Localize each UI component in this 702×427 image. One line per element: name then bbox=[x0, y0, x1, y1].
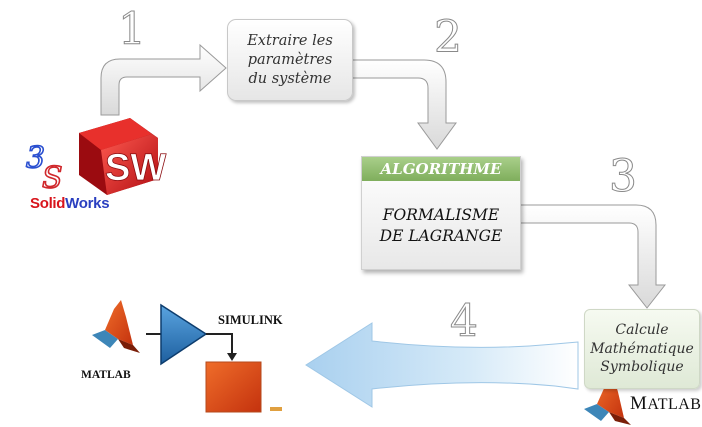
simulink-label: SIMULINK bbox=[218, 313, 283, 327]
extract-parameters-box: Extraire les paramètres du système bbox=[227, 19, 353, 101]
simulink-subsystem-block bbox=[205, 361, 262, 413]
symbolic-calculation-text: Calcule Mathématique Symbolique bbox=[590, 322, 694, 376]
algorithm-body: FORMALISME DE LAGRANGE bbox=[379, 206, 503, 245]
matlab-left-label: MATLAB bbox=[81, 369, 131, 381]
algorithm-header: ALGORITHME bbox=[362, 157, 520, 181]
arrow-step-4 bbox=[305, 322, 579, 408]
matlab-right-label-first: M bbox=[630, 393, 648, 414]
sw-letters: SW bbox=[105, 147, 166, 189]
step-number-1: 1 bbox=[118, 4, 147, 55]
solidworks-brand-text: SolidWorks bbox=[30, 195, 110, 212]
ds-logo-s: S bbox=[42, 161, 63, 196]
solidworks-brand-works: Works bbox=[65, 195, 110, 212]
solidworks-logo: SW 3 S bbox=[25, 118, 167, 197]
solidworks-brand-solid: Solid bbox=[30, 195, 66, 212]
step-number-3: 3 bbox=[609, 151, 638, 202]
step-number-2: 2 bbox=[434, 12, 463, 63]
arrow-step-3 bbox=[518, 204, 667, 309]
ds-logo-3: 3 bbox=[26, 141, 45, 176]
algorithm-box: ALGORITHME FORMALISME DE LAGRANGE bbox=[361, 156, 521, 270]
arrow-step-1 bbox=[100, 43, 227, 116]
matlab-logo-left bbox=[92, 300, 140, 353]
matlab-right-label: MATLAB bbox=[630, 393, 701, 415]
simulink-gain-block bbox=[146, 303, 282, 413]
arrow-step-2 bbox=[350, 59, 457, 150]
symbolic-calculation-box: Calcule Mathématique Symbolique bbox=[584, 309, 700, 389]
matlab-right-label-rest: ATLAB bbox=[647, 396, 702, 413]
step-number-4: 4 bbox=[450, 296, 479, 347]
extract-parameters-text: Extraire les paramètres du système bbox=[247, 32, 333, 87]
matlab-logo-right bbox=[584, 375, 631, 425]
